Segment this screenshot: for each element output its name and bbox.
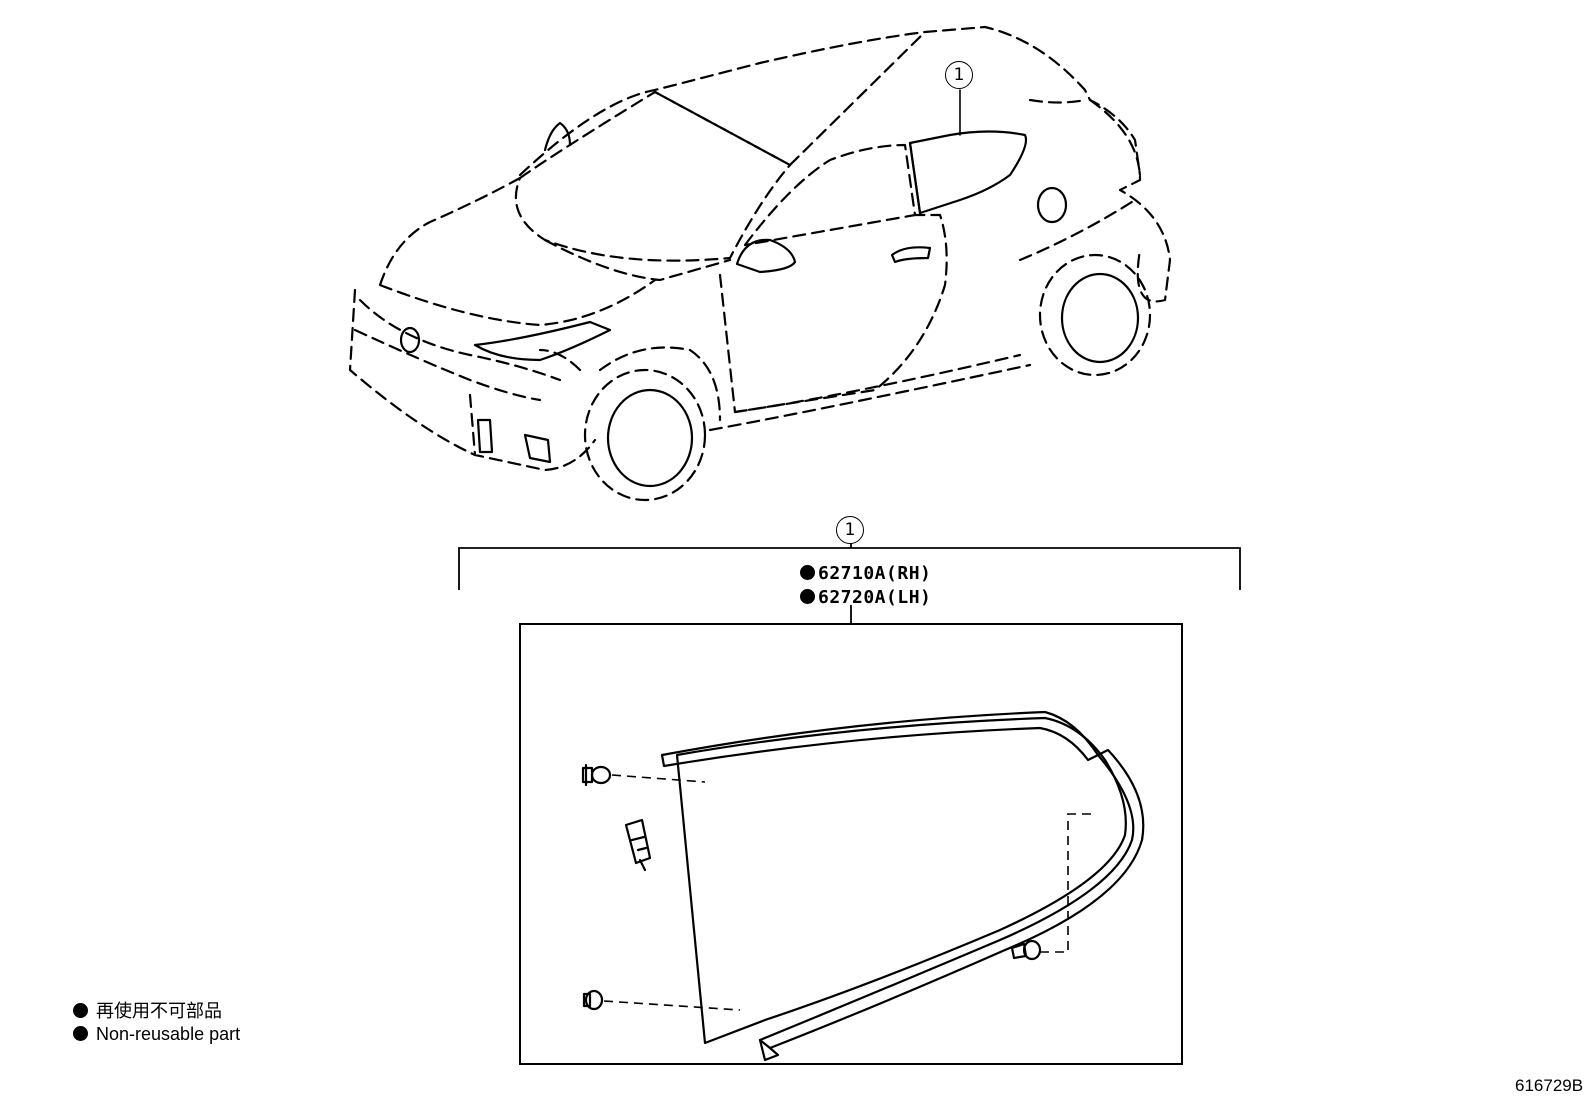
hood [378,176,732,327]
antenna [543,121,572,152]
non-reusable-dot-icon [73,1026,88,1041]
callout-car-ref: 1 [945,61,973,89]
quarter-window [908,130,1028,215]
clip-bottom-right [1010,939,1042,961]
front-wheel [583,368,707,502]
non-reusable-dot-icon [73,1003,88,1018]
windshield [514,90,792,262]
legend: 再使用不可部品 Non-reusable part [73,1000,240,1046]
part-number-lh: 62720A(LH) [800,587,931,608]
front-fender [538,346,722,422]
rocker [708,353,1032,432]
rear-wheel [1038,253,1152,377]
fuel-door [1036,186,1068,224]
callout-group-ref: 1 [836,516,864,544]
front-reflector [476,418,494,454]
windshield-inner [653,90,792,167]
door-outline [718,213,948,414]
non-reusable-dot-icon [800,565,815,580]
grille [358,298,562,382]
fog-lamp [523,433,552,464]
rear-molding [758,748,1145,1050]
clip-bottom-left [582,989,604,1011]
front-emblem [399,326,421,354]
part-number-rh: 62710A(RH) [800,563,931,584]
rear-pillar [1018,198,1137,262]
legend-row-en: Non-reusable part [73,1023,240,1046]
side-glass-front [743,143,917,247]
legend-row-ja: 再使用不可部品 [73,1000,240,1023]
quarter-glass [675,716,1127,1045]
molding-end [758,1038,780,1062]
clip-top-left [581,763,612,787]
clip-side [624,818,652,872]
detail-frame [519,623,1183,1065]
door-handle [890,246,932,264]
upper-molding [660,710,1100,768]
non-reusable-dot-icon [800,589,815,604]
a-pillar [788,30,1087,167]
front-bumper [348,288,597,472]
headlamp [473,320,612,362]
illustration-code: 616729B [1515,1076,1584,1095]
mirror [735,238,797,274]
